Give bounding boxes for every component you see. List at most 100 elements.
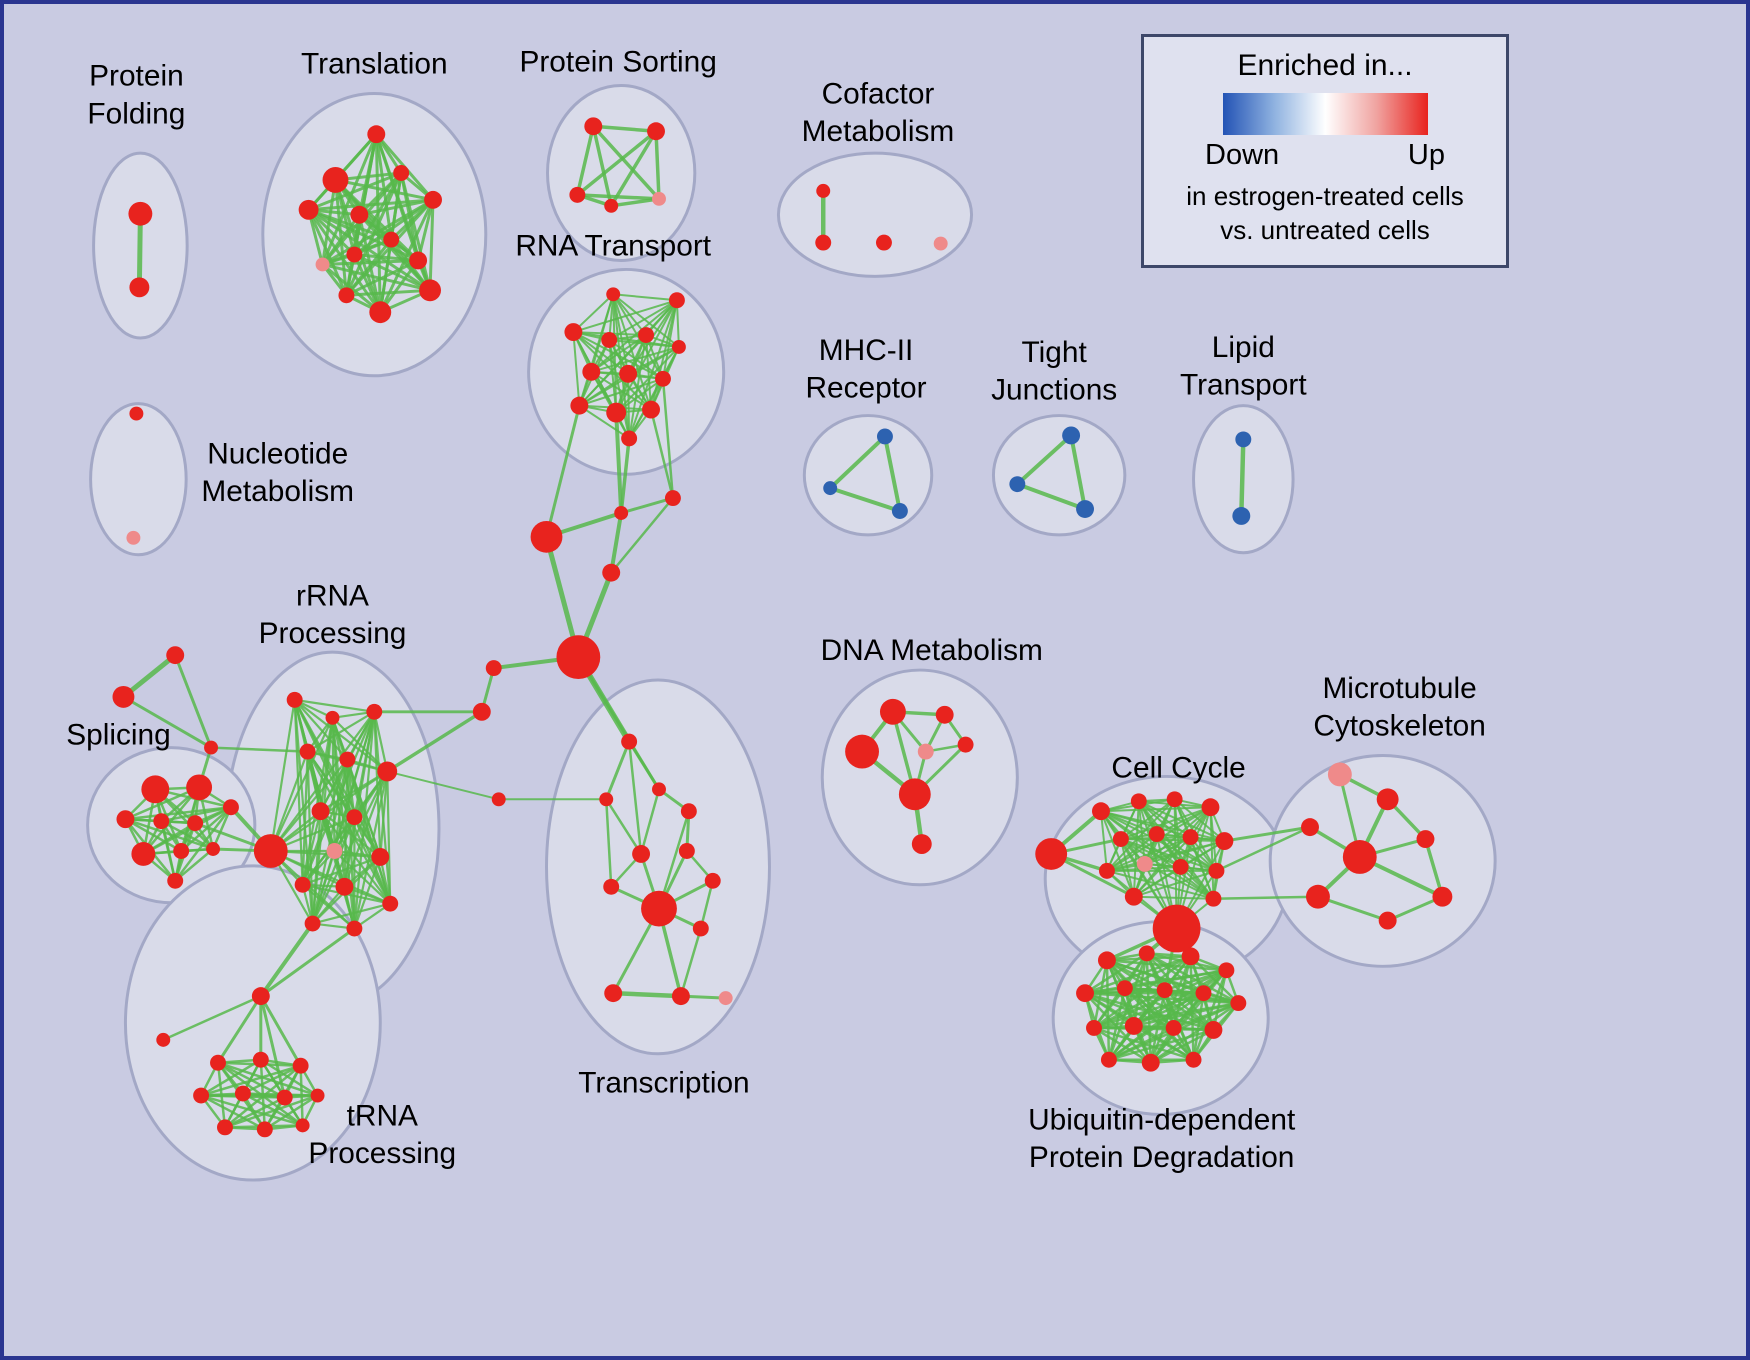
node-rp16 bbox=[382, 895, 399, 912]
edge bbox=[216, 994, 263, 1065]
edge bbox=[343, 758, 349, 888]
node-cc7 bbox=[1182, 829, 1199, 846]
node-mh2 bbox=[823, 481, 838, 496]
edge bbox=[1015, 482, 1088, 511]
node-tr1 bbox=[251, 987, 270, 1006]
edge bbox=[293, 698, 376, 713]
legend-down-up-row: Down Up bbox=[1205, 139, 1445, 172]
edge bbox=[619, 436, 631, 515]
node-c4 bbox=[602, 563, 621, 582]
node-cc10 bbox=[1136, 855, 1153, 872]
node-d4 bbox=[917, 743, 934, 760]
edge bbox=[645, 334, 653, 411]
edge bbox=[610, 990, 684, 999]
edge bbox=[1149, 1001, 1240, 1064]
cluster-label-translation: Translation bbox=[301, 48, 448, 81]
node-cm3 bbox=[875, 234, 892, 251]
node-r11 bbox=[606, 402, 627, 423]
node-u1 bbox=[1097, 951, 1116, 970]
edge bbox=[374, 132, 393, 242]
cluster-ellipse-mhc-ii-receptor bbox=[802, 414, 934, 537]
edge bbox=[124, 786, 201, 821]
edge bbox=[1092, 986, 1127, 1030]
edge bbox=[1423, 837, 1445, 899]
node-lt2 bbox=[1232, 507, 1251, 525]
edge bbox=[259, 1058, 319, 1097]
node-x2 bbox=[112, 685, 135, 708]
edge bbox=[1132, 991, 1205, 1028]
edge bbox=[1132, 895, 1215, 900]
node-cm4 bbox=[933, 236, 948, 251]
edge bbox=[311, 816, 356, 925]
edge bbox=[142, 806, 233, 856]
edge bbox=[1192, 991, 1205, 1061]
edge bbox=[649, 408, 675, 500]
edge bbox=[379, 770, 389, 859]
legend-caption-line2: vs. untreated cells bbox=[1220, 214, 1430, 245]
node-s2 bbox=[186, 774, 213, 801]
edge bbox=[241, 1064, 302, 1095]
edge bbox=[173, 806, 233, 883]
node-tr10 bbox=[256, 1121, 273, 1138]
edge bbox=[1105, 833, 1158, 872]
edge bbox=[1092, 988, 1166, 1030]
node-tc9 bbox=[704, 872, 721, 889]
edge bbox=[1107, 1028, 1215, 1061]
cluster-ellipse-tight-junctions bbox=[991, 414, 1127, 537]
node-u8 bbox=[1195, 985, 1212, 1002]
edge bbox=[162, 994, 263, 1042]
edge bbox=[627, 372, 631, 440]
node-s10 bbox=[167, 872, 184, 889]
node-rp12 bbox=[335, 877, 354, 896]
node-t11 bbox=[419, 279, 441, 302]
edge bbox=[578, 404, 631, 440]
edge bbox=[199, 1064, 302, 1097]
node-r3 bbox=[564, 323, 583, 342]
edge bbox=[591, 124, 661, 201]
node-tr11 bbox=[295, 1118, 310, 1133]
edge bbox=[578, 372, 630, 407]
legend-up-label: Up bbox=[1407, 139, 1445, 171]
node-cc13 bbox=[1124, 887, 1143, 906]
node-mh1 bbox=[876, 428, 893, 445]
edge bbox=[307, 208, 356, 257]
edge bbox=[293, 698, 389, 773]
edge bbox=[269, 698, 296, 853]
edge bbox=[307, 208, 348, 297]
node-cc14 bbox=[1152, 904, 1201, 953]
edge bbox=[1083, 991, 1240, 1005]
edge bbox=[578, 334, 648, 407]
edge bbox=[385, 710, 484, 774]
edge bbox=[259, 927, 356, 998]
edge bbox=[1107, 1026, 1175, 1061]
node-tc4 bbox=[680, 803, 697, 820]
node-nm2 bbox=[126, 530, 141, 545]
edge bbox=[1149, 1028, 1215, 1064]
edge bbox=[615, 345, 680, 414]
edge bbox=[627, 740, 661, 791]
node-rp1 bbox=[286, 691, 303, 708]
edge bbox=[373, 710, 389, 773]
edge bbox=[307, 171, 403, 212]
node-t5 bbox=[350, 205, 369, 224]
edge bbox=[590, 334, 648, 373]
cluster-label-transcription: Transcription bbox=[578, 1067, 749, 1100]
node-mt4 bbox=[1342, 840, 1377, 874]
node-u7 bbox=[1156, 982, 1173, 999]
node-u13 bbox=[1204, 1020, 1223, 1039]
node-tc13 bbox=[718, 991, 733, 1006]
edge bbox=[609, 197, 661, 208]
edge bbox=[416, 198, 435, 262]
edge bbox=[160, 819, 215, 851]
node-pf2 bbox=[129, 277, 150, 298]
node-tr2 bbox=[210, 1054, 226, 1071]
node-r7 bbox=[582, 362, 601, 381]
node-rp13 bbox=[371, 848, 390, 866]
edge bbox=[1222, 825, 1312, 843]
edge bbox=[591, 124, 613, 208]
node-tj2 bbox=[1009, 476, 1026, 493]
